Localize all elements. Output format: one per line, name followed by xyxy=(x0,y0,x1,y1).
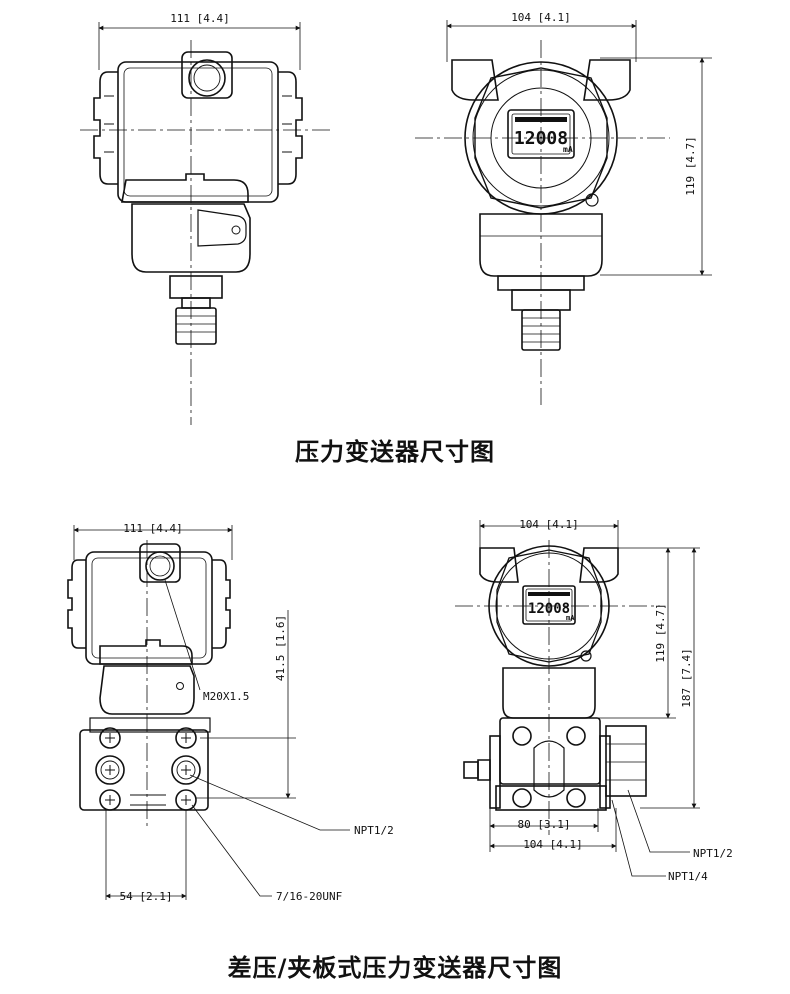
callout-m20: M20X1.5 xyxy=(203,690,249,703)
bottom-lcd-display: 12008 mA xyxy=(528,592,575,622)
lcd-reading-small: 12008 xyxy=(528,601,570,617)
dim-bottom-right-base: 104 [4.1] xyxy=(523,838,583,851)
dim-bottom-right-h2: 187 [7.4] xyxy=(680,648,693,708)
dim-bottom-right-h1: 119 [4.7] xyxy=(654,603,667,663)
dim-bottom-right-width: 104 [4.1] xyxy=(519,518,579,531)
callout-npt14-right: NPT1/4 xyxy=(668,870,708,883)
caption-bottom: 差压/夹板式压力变送器尺寸图 xyxy=(227,954,563,982)
lcd-unit-small: mA xyxy=(566,614,575,622)
callout-unf: 7/16-20UNF xyxy=(276,890,342,903)
bottom-left-dp-view xyxy=(67,525,350,900)
dim-bottom-left-height: 41.5 [1.6] xyxy=(274,615,287,681)
lcd-unit: mA xyxy=(563,145,573,154)
top-left-side-view xyxy=(80,22,330,425)
dim-top-right-width: 104 [4.1] xyxy=(511,11,571,24)
caption-top: 压力变送器尺寸图 xyxy=(295,438,495,466)
lcd-reading: 12008 xyxy=(514,128,568,149)
bottom-right-dp-view xyxy=(455,520,700,877)
dim-bottom-left-width: 111 [4.4] xyxy=(123,522,183,535)
dim-top-left-width: 111 [4.4] xyxy=(170,12,230,25)
dim-bottom-left-base: 54 [2.1] xyxy=(120,890,173,903)
callout-npt12-right: NPT1/2 xyxy=(693,847,733,860)
dim-bottom-right-flange: 80 [3.1] xyxy=(518,818,571,831)
callout-npt12-left: NPT1/2 xyxy=(354,824,394,837)
top-lcd-display: 12008 mA xyxy=(514,117,573,154)
dim-top-right-height: 119 [4.7] xyxy=(684,136,697,196)
top-right-front-view xyxy=(415,20,712,405)
